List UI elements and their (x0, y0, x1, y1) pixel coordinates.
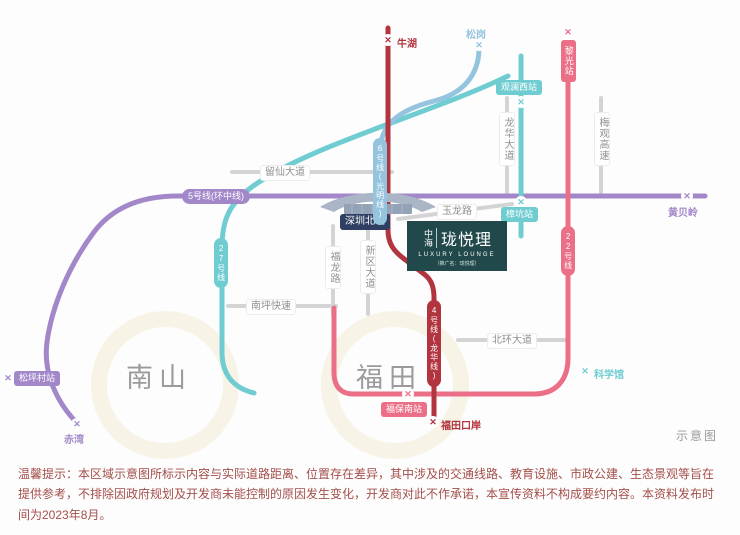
project-brand: 中海 (422, 229, 433, 247)
station-marker-liguang: ✕ (562, 26, 574, 38)
project-name: 珑悦理 (440, 232, 492, 249)
line-label-4: 4号线(龙华线) (427, 300, 441, 387)
station-marker-fubaonan: ✕ (402, 388, 414, 400)
station-marker-songgang: ✕ (473, 39, 485, 51)
station-marker-songpingcun: ✕ (2, 372, 14, 384)
line-label-27: 27号线 (214, 238, 228, 288)
station-marker-kexueguan: ✕ (579, 365, 591, 377)
station-marker-guanlanxi: ✕ (515, 96, 527, 108)
project-note: （推广名：珑悦理） (434, 261, 480, 267)
station-badge-fubaonan: 福保南站 (381, 402, 428, 417)
station-label-futiankouan: 福田口岸 (441, 421, 481, 432)
line-label-22: 22号线 (561, 226, 575, 276)
station-badge-zhangkeng: 樟坑站 (501, 207, 539, 222)
station-label-songgang: 松岗 (466, 30, 486, 41)
station-marker-zhangkeng: ✕ (515, 196, 527, 208)
road-label-xinqu: 新区大道 (360, 240, 376, 294)
watermark-ring (321, 311, 469, 459)
disclaimer-text: 温馨提示：本区域示意图所标示内容与实际道路距离、位置存在差异，其中涉及的交通线路… (18, 467, 715, 522)
station-label-huangbeiling: 黄贝岭 (668, 208, 698, 219)
station-badge-guanlanxi: 观澜西站 (496, 80, 543, 95)
road-label-beihuan: 北环大道 (487, 333, 537, 349)
road-label-nanping: 南坪快速 (246, 299, 296, 315)
road-label-yulong: 玉龙路 (437, 204, 477, 220)
project-tagline: LUXURY LOUNGE (418, 252, 496, 258)
station-marker-futiankouan: ✕ (427, 416, 439, 428)
watermark-ring (91, 311, 239, 459)
district-label-nanshan: 南山 (126, 363, 192, 393)
metro-line-6 (377, 45, 482, 215)
station-badge-songpingcun: 松坪村站 (14, 371, 61, 386)
road-label-liuxian: 留仙大道 (260, 165, 310, 181)
station-label-niuhu: 牛湖 (397, 39, 417, 50)
station-marker-huangbeiling: ✕ (681, 190, 693, 202)
station-label-chiwan: 赤湾 (64, 435, 84, 446)
line-label-5: 5号线(环中线) (182, 189, 250, 204)
project-logo-divider (435, 228, 437, 248)
schematic-note: 示意图 (676, 429, 719, 443)
station-label-kexueguan: 科学馆 (594, 370, 624, 381)
station-badge-liguang: 黎光站 (561, 40, 576, 82)
station-marker-chiwan: ✕ (71, 418, 83, 430)
metro-line-22 (331, 41, 571, 397)
district-label-futian: 福田 (356, 363, 422, 393)
project-logo-card: 中海 珑悦理 LUXURY LOUNGE （推广名：珑悦理） (407, 221, 507, 271)
road-label-meiguan: 梅观高速 (594, 112, 610, 166)
road-label-longhua: 龙华大道 (499, 112, 515, 166)
line-label-6: 6号线(光明线) (373, 138, 387, 225)
station-marker-niuhu: ✕ (382, 34, 394, 46)
road-label-fulong: 福龙路 (325, 246, 341, 289)
